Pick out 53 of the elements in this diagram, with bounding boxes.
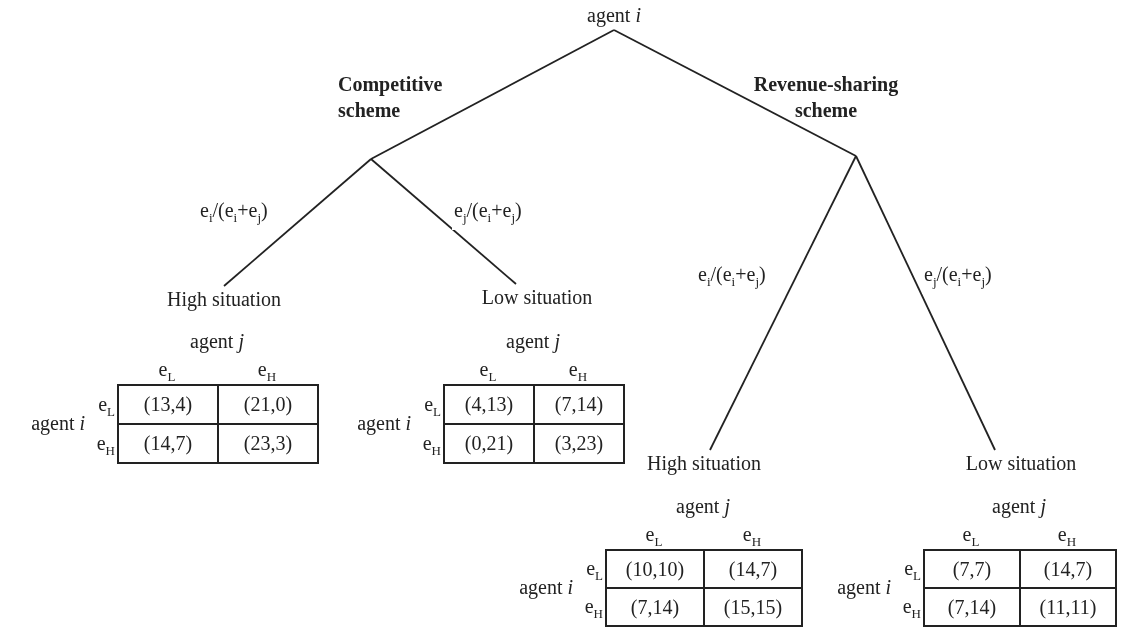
table-cell: (14,7) bbox=[1019, 549, 1117, 589]
column-header: e$_{L}$ bbox=[961, 523, 981, 551]
tree-branch bbox=[613, 29, 857, 157]
table-cell: (14,7) bbox=[703, 549, 803, 589]
table-cell: (23,3) bbox=[217, 423, 319, 464]
column-header: e$_{L}$ bbox=[157, 358, 177, 386]
table-cell: (7,14) bbox=[533, 384, 625, 425]
column-header: e$_{L}$ bbox=[478, 358, 498, 386]
node-label: Revenue-sharing scheme bbox=[736, 71, 916, 156]
column-header: e$_{H}$ bbox=[567, 358, 589, 386]
tree-branch bbox=[370, 29, 615, 160]
row-header: e$_{H}$ bbox=[421, 431, 441, 460]
table-cell: (4,13) bbox=[443, 384, 535, 425]
node-label: Low situation bbox=[462, 284, 612, 314]
player-label: agent j bbox=[189, 330, 245, 352]
tree-branch bbox=[855, 155, 996, 451]
row-header: e$_{L}$ bbox=[585, 557, 603, 585]
table-cell: (7,14) bbox=[605, 587, 705, 627]
row-header: e$_{L}$ bbox=[423, 392, 441, 421]
player-label: agent i bbox=[836, 576, 891, 598]
table-cell: (7,7) bbox=[923, 549, 1021, 589]
node-label: Competitive scheme bbox=[338, 71, 470, 159]
table-cell: (10,10) bbox=[605, 549, 705, 589]
table-cell: (0,21) bbox=[443, 423, 535, 464]
player-label: agent i bbox=[356, 412, 411, 434]
column-header: e$_{H}$ bbox=[741, 523, 763, 551]
table-cell: (3,23) bbox=[533, 423, 625, 464]
row-header: e$_{H}$ bbox=[95, 431, 115, 460]
column-header: e$_{H}$ bbox=[1056, 523, 1078, 551]
player-label: agent j bbox=[991, 495, 1047, 517]
table-cell: (15,15) bbox=[703, 587, 803, 627]
table-cell: (11,11) bbox=[1019, 587, 1117, 627]
node-label: High situation bbox=[144, 286, 304, 316]
table-cell: (7,14) bbox=[923, 587, 1021, 627]
row-header: e$_{H}$ bbox=[901, 595, 921, 623]
column-header: e$_{L}$ bbox=[644, 523, 664, 551]
node-label: High situation bbox=[629, 450, 779, 480]
node-label: agent i bbox=[574, 2, 654, 30]
row-header: e$_{H}$ bbox=[583, 595, 603, 623]
player-label: agent j bbox=[675, 495, 731, 517]
tree-branch bbox=[370, 158, 517, 285]
player-label: agent i bbox=[30, 412, 85, 434]
table-cell: (21,0) bbox=[217, 384, 319, 425]
tree-branch bbox=[709, 155, 857, 451]
row-header: e$_{L}$ bbox=[903, 557, 921, 585]
node-label: Low situation bbox=[946, 450, 1096, 480]
row-header: e$_{L}$ bbox=[97, 392, 115, 421]
player-label: agent j bbox=[505, 330, 561, 352]
player-label: agent i bbox=[518, 576, 573, 598]
table-cell: (13,4) bbox=[117, 384, 219, 425]
tree-branch bbox=[223, 158, 372, 287]
table-cell: (14,7) bbox=[117, 423, 219, 464]
column-header: e$_{H}$ bbox=[256, 358, 278, 386]
